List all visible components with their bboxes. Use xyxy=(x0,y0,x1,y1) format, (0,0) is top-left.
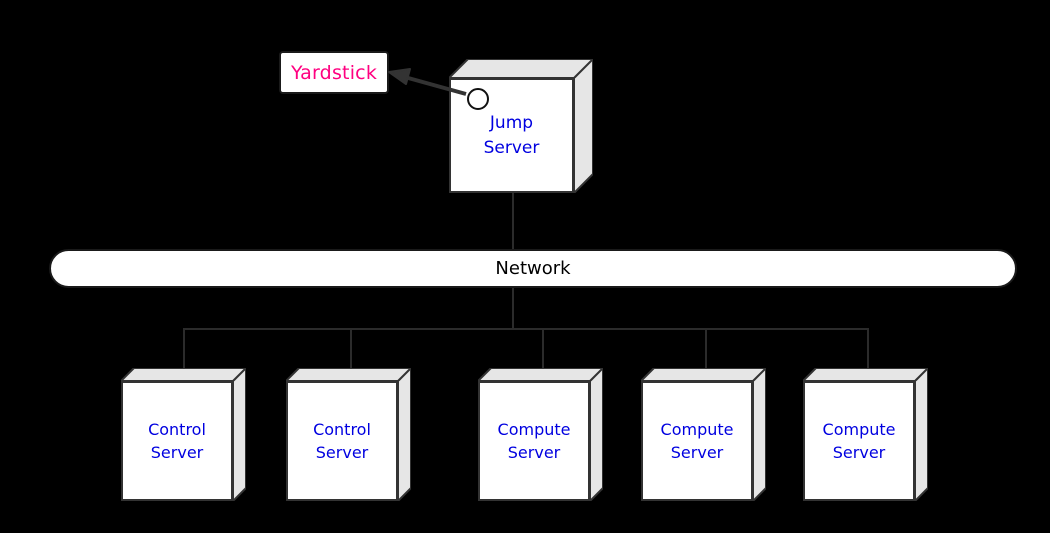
server-2-box-top-face xyxy=(286,368,411,381)
server-4-box-front-face: Compute Server xyxy=(641,381,753,501)
server-1-box-front-face: Control Server xyxy=(121,381,233,501)
server-5-box-front-face: Compute Server xyxy=(803,381,915,501)
connector-drop-3 xyxy=(542,328,544,370)
node-jump-server[interactable]: Jump Server xyxy=(449,59,593,193)
server-1-label-line2: Server xyxy=(150,443,204,462)
node-server-3[interactable]: Compute Server xyxy=(478,368,603,501)
connector-drop-2 xyxy=(350,328,352,370)
server-2-box-front-face: Control Server xyxy=(286,381,398,501)
yardstick-label-box[interactable]: Yardstick xyxy=(279,51,389,94)
server-1-box-top-face xyxy=(121,368,246,381)
connector-drop-5 xyxy=(867,328,869,370)
node-server-5[interactable]: Compute Server xyxy=(803,368,928,501)
server-4-label-line1: Compute xyxy=(660,419,734,439)
connector-drop-4 xyxy=(705,328,707,370)
node-server-2[interactable]: Control Server xyxy=(286,368,411,501)
server-2-box-right-face xyxy=(398,368,411,501)
node-server-1[interactable]: Control Server xyxy=(121,368,246,501)
server-4-box-right-face xyxy=(753,368,766,501)
server-1-label-line1: Control xyxy=(148,419,206,439)
jump-server-label-line2: Server xyxy=(483,137,540,158)
network-label: Network xyxy=(495,258,571,279)
server-3-box-right-face xyxy=(590,368,603,501)
server-4-label-line2: Server xyxy=(670,443,724,462)
server-1-box-right-face xyxy=(233,368,246,501)
connector-drop-1 xyxy=(183,328,185,370)
port-circle-icon xyxy=(467,88,489,110)
jump-server-label-line1: Jump xyxy=(489,112,534,133)
node-server-4[interactable]: Compute Server xyxy=(641,368,766,501)
server-3-label-line1: Compute xyxy=(497,419,571,439)
yardstick-label-text: Yardstick xyxy=(290,61,378,84)
server-5-box-top-face xyxy=(803,368,928,381)
server-5-label-line2: Server xyxy=(832,443,886,462)
server-2-label-line2: Server xyxy=(315,443,369,462)
server-5-label-line1: Compute xyxy=(822,419,896,439)
server-2-label-line1: Control xyxy=(313,419,371,439)
jump-server-box-top-face xyxy=(449,59,593,78)
connector-bus-horizontal xyxy=(183,328,869,330)
server-5-box-right-face xyxy=(915,368,928,501)
server-3-box-front-face: Compute Server xyxy=(478,381,590,501)
network-bar[interactable]: Network xyxy=(49,249,1017,288)
server-3-label-line2: Server xyxy=(507,443,561,462)
server-4-box-top-face xyxy=(641,368,766,381)
server-3-box-top-face xyxy=(478,368,603,381)
jump-server-box-right-face xyxy=(574,59,593,193)
